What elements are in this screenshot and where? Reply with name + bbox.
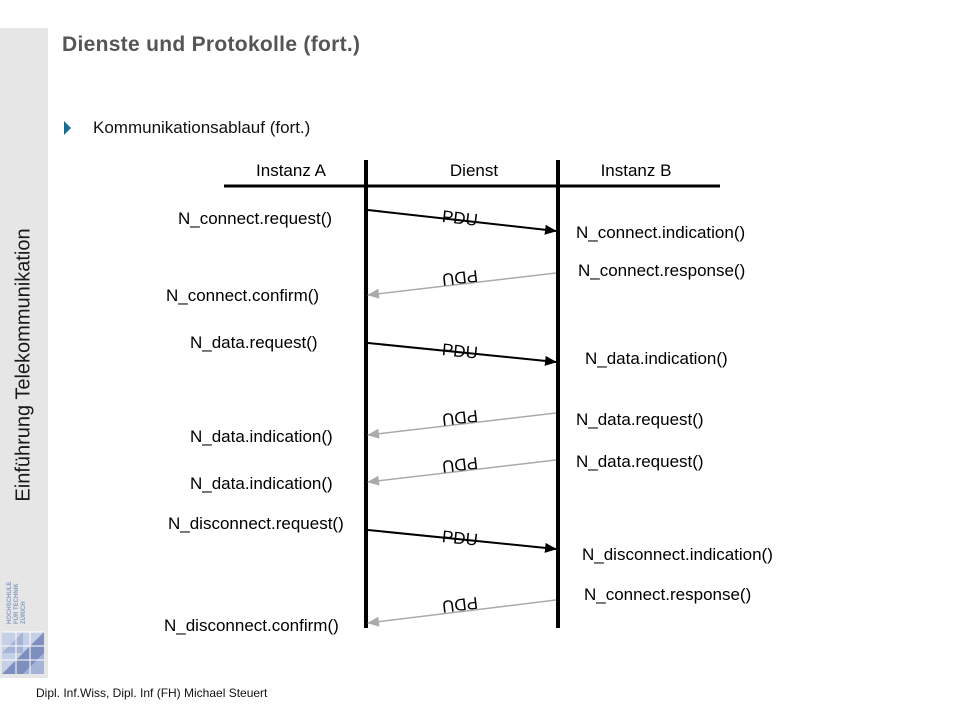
pdu-label-2: PDU: [441, 266, 479, 289]
logo-text-line-2: FÜR TECHNIK: [13, 583, 20, 624]
sidebar: [0, 28, 48, 678]
right-label-6: N_disconnect.indication(): [582, 545, 773, 564]
message-arrow-3: [367, 342, 557, 366]
header-instanz-a: Instanz A: [256, 161, 327, 180]
right-label-5: N_data.request(): [576, 452, 704, 471]
right-label-4: N_data.request(): [576, 410, 704, 429]
left-label-7: N_disconnect.confirm(): [164, 616, 339, 635]
message-arrow-7: [367, 599, 557, 627]
right-label-2: N_connect.response(): [578, 261, 745, 280]
bullet-arrow-icon: [64, 121, 71, 135]
message-arrow-1: [367, 209, 557, 235]
message-arrow-4: [367, 412, 557, 439]
bullet-item: Kommunikationsablauf (fort.): [64, 118, 310, 138]
message-arrow-5: [367, 459, 557, 486]
left-label-2: N_connect.confirm(): [166, 286, 319, 305]
message-arrow-2: [367, 272, 557, 299]
bullet-text: Kommunikationsablauf (fort.): [93, 118, 311, 137]
message-arrow-6: [367, 529, 557, 553]
left-label-5: N_data.indication(): [190, 474, 333, 493]
pdu-label-5: PDU: [441, 453, 479, 476]
left-label-6: N_disconnect.request(): [168, 514, 344, 533]
slide-title: Dienste und Protokolle (fort.): [62, 33, 361, 56]
pdu-label-4: PDU: [441, 406, 479, 429]
pdu-label-7: PDU: [441, 593, 479, 616]
left-label-1: N_connect.request(): [178, 209, 332, 228]
footer-author: Dipl. Inf.Wiss, Dipl. Inf (FH) Michael S…: [36, 686, 268, 700]
right-label-1: N_connect.indication(): [576, 223, 745, 242]
pdu-label-6: PDU: [441, 527, 479, 550]
right-label-7: N_connect.response(): [584, 585, 751, 604]
right-label-3: N_data.indication(): [585, 349, 728, 368]
pdu-label-3: PDU: [441, 340, 479, 363]
left-label-3: N_data.request(): [190, 333, 318, 352]
left-label-4: N_data.indication(): [190, 427, 333, 446]
header-instanz-b: Instanz B: [601, 161, 672, 180]
school-logo: HOCHSCHULE FÜR TECHNIK ZÜRICH: [2, 582, 44, 674]
header-dienst: Dienst: [450, 161, 498, 180]
pdu-label-1: PDU: [441, 207, 479, 230]
logo-text-line-1: HOCHSCHULE: [7, 582, 13, 624]
logo-text-line-3: ZÜRICH: [20, 601, 27, 624]
